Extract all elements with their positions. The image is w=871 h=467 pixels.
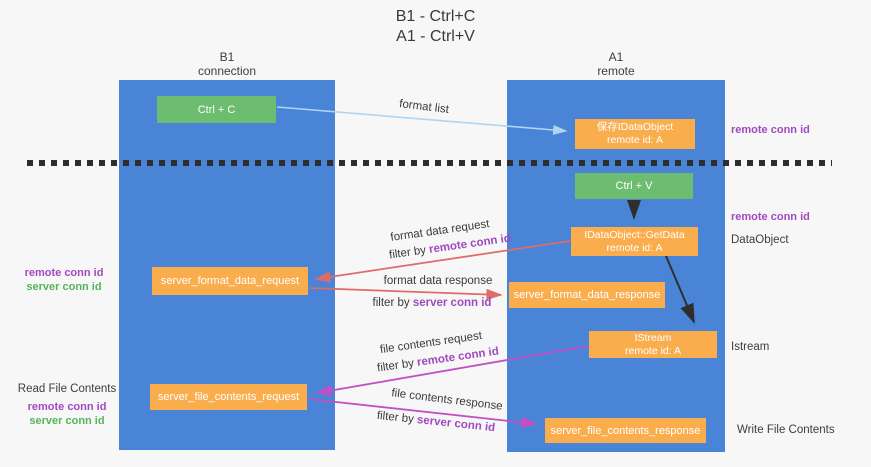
- node-server-format-data-request: server_format_data_request: [152, 267, 308, 295]
- label-remote-conn-id-left-2: remote conn id: [27, 401, 107, 413]
- lane-a1-name: A1: [608, 50, 624, 64]
- lane-a1-role: remote: [597, 64, 635, 78]
- lane-b1-role: connection: [197, 64, 257, 78]
- lane-header-b1: B1 connection: [157, 50, 297, 78]
- filter-key-server: server conn id: [416, 414, 496, 435]
- label-filter-by-server-conn-id-2: filter by server conn id: [376, 410, 495, 434]
- label-server-conn-id-left-1: server conn id: [26, 281, 102, 293]
- node-istream-line2: remote id: A: [624, 344, 682, 357]
- node-file-request-label: server_file_contents_request: [157, 391, 300, 403]
- node-format-response-label: server_format_data_response: [513, 289, 661, 301]
- title-line-1: B1 - Ctrl+C: [395, 8, 476, 25]
- node-getdata-line1: IDataObject::GetData: [584, 228, 685, 241]
- node-getdata-line2: remote id: A: [606, 241, 663, 254]
- node-ctrl-c-label: Ctrl + C: [197, 103, 236, 116]
- filter-prefix: filter by: [376, 409, 418, 426]
- label-remote-conn-id-right-2: remote conn id: [731, 211, 810, 223]
- title-line-2: A1 - Ctrl+V: [396, 28, 475, 45]
- lane-header-a1: A1 remote: [546, 50, 686, 78]
- left-conn-id-group-2: Read File Contents remote conn id server…: [14, 382, 120, 428]
- label-remote-conn-id-left-1: remote conn id: [24, 267, 104, 279]
- label-write-file-contents: Write File Contents: [737, 424, 835, 436]
- node-server-file-contents-request: server_file_contents_request: [150, 384, 307, 410]
- label-file-contents-response: file contents response: [390, 387, 504, 413]
- node-save-idataobject-line2: remote id: A: [606, 134, 664, 146]
- diagram-title: B1 - Ctrl+C A1 - Ctrl+V: [0, 7, 871, 47]
- label-istream: Istream: [731, 341, 770, 353]
- label-format-data-response: format data response: [383, 275, 493, 287]
- node-file-response-label: server_file_contents_response: [550, 424, 701, 437]
- label-remote-conn-id-right-1: remote conn id: [731, 124, 810, 136]
- lane-b1-name: B1: [219, 50, 235, 64]
- filter-prefix: filter by: [376, 356, 418, 375]
- node-server-format-data-response: server_format_data_response: [509, 282, 665, 308]
- filter-key-server: server conn id: [412, 297, 492, 309]
- node-ctrl-v: Ctrl + V: [575, 173, 693, 199]
- node-save-idataobject: 保存IDataObject remote id: A: [575, 119, 695, 149]
- filter-prefix: filter by: [372, 297, 413, 309]
- label-server-conn-id-left-2: server conn id: [29, 415, 105, 427]
- label-format-list: format list: [398, 98, 450, 116]
- left-conn-id-group-1: remote conn id server conn id: [16, 266, 112, 294]
- label-filter-by-server-conn-id-1: filter by server conn id: [373, 297, 492, 309]
- node-istream: IStream remote id: A: [589, 331, 717, 358]
- arrow-format-data-response: [309, 287, 503, 301]
- filter-prefix: filter by: [388, 243, 430, 262]
- node-save-idataobject-line1: 保存IDataObject: [596, 121, 674, 133]
- node-server-file-contents-response: server_file_contents_response: [545, 418, 706, 443]
- node-ctrl-v-label: Ctrl + V: [615, 180, 653, 192]
- node-format-request-label: server_format_data_request: [160, 275, 300, 287]
- node-ctrl-c: Ctrl + C: [157, 96, 276, 123]
- node-idataobject-getdata: IDataObject::GetData remote id: A: [571, 227, 698, 256]
- label-dataobject: DataObject: [731, 234, 789, 246]
- label-read-file-contents: Read File Contents: [17, 383, 117, 395]
- machine-boundary-dashed-line: [27, 160, 832, 166]
- node-istream-line1: IStream: [634, 331, 672, 344]
